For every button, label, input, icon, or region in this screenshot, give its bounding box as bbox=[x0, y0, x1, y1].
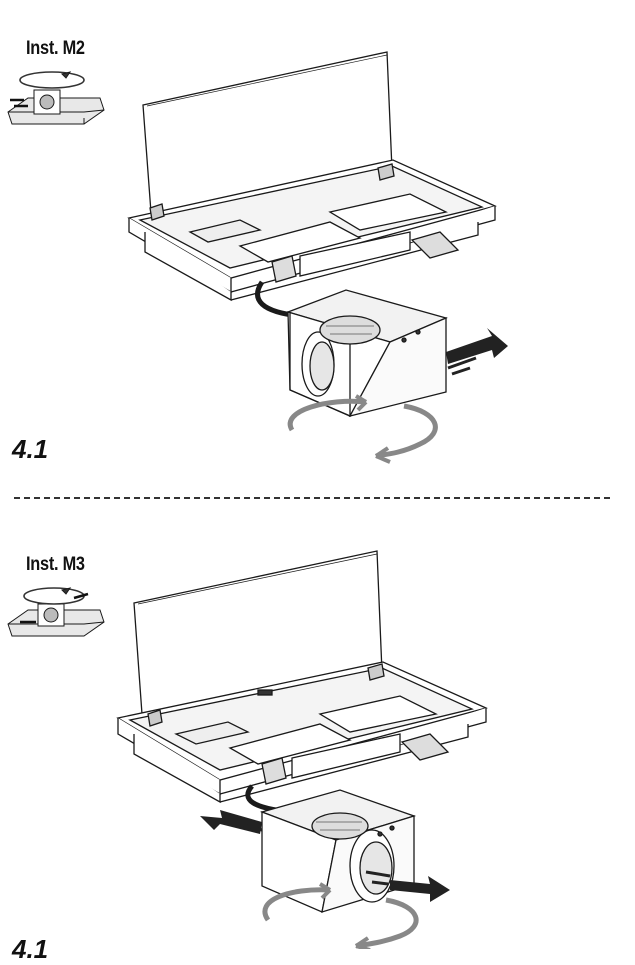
rotation-arrow-bottom bbox=[262, 882, 419, 949]
slide-arrow-left-bottom bbox=[200, 810, 263, 834]
slide-arrow-right-bottom bbox=[365, 870, 450, 902]
hood-frame-top bbox=[127, 159, 497, 302]
inst-label-bottom: Inst. M3 bbox=[26, 554, 85, 575]
thumbnail-m3-icon bbox=[7, 587, 105, 637]
thumbnail-m2-icon bbox=[7, 71, 105, 125]
slide-arrow-right-top bbox=[446, 328, 508, 376]
rotation-arrow-top bbox=[287, 394, 438, 464]
motor-unit-bottom bbox=[259, 789, 417, 913]
step-label-top: 4.1 bbox=[12, 434, 49, 464]
section-divider bbox=[14, 497, 610, 499]
hood-frame-bottom bbox=[116, 661, 488, 804]
inst-label-top: Inst. M2 bbox=[26, 38, 85, 59]
motor-unit-top bbox=[285, 289, 448, 417]
